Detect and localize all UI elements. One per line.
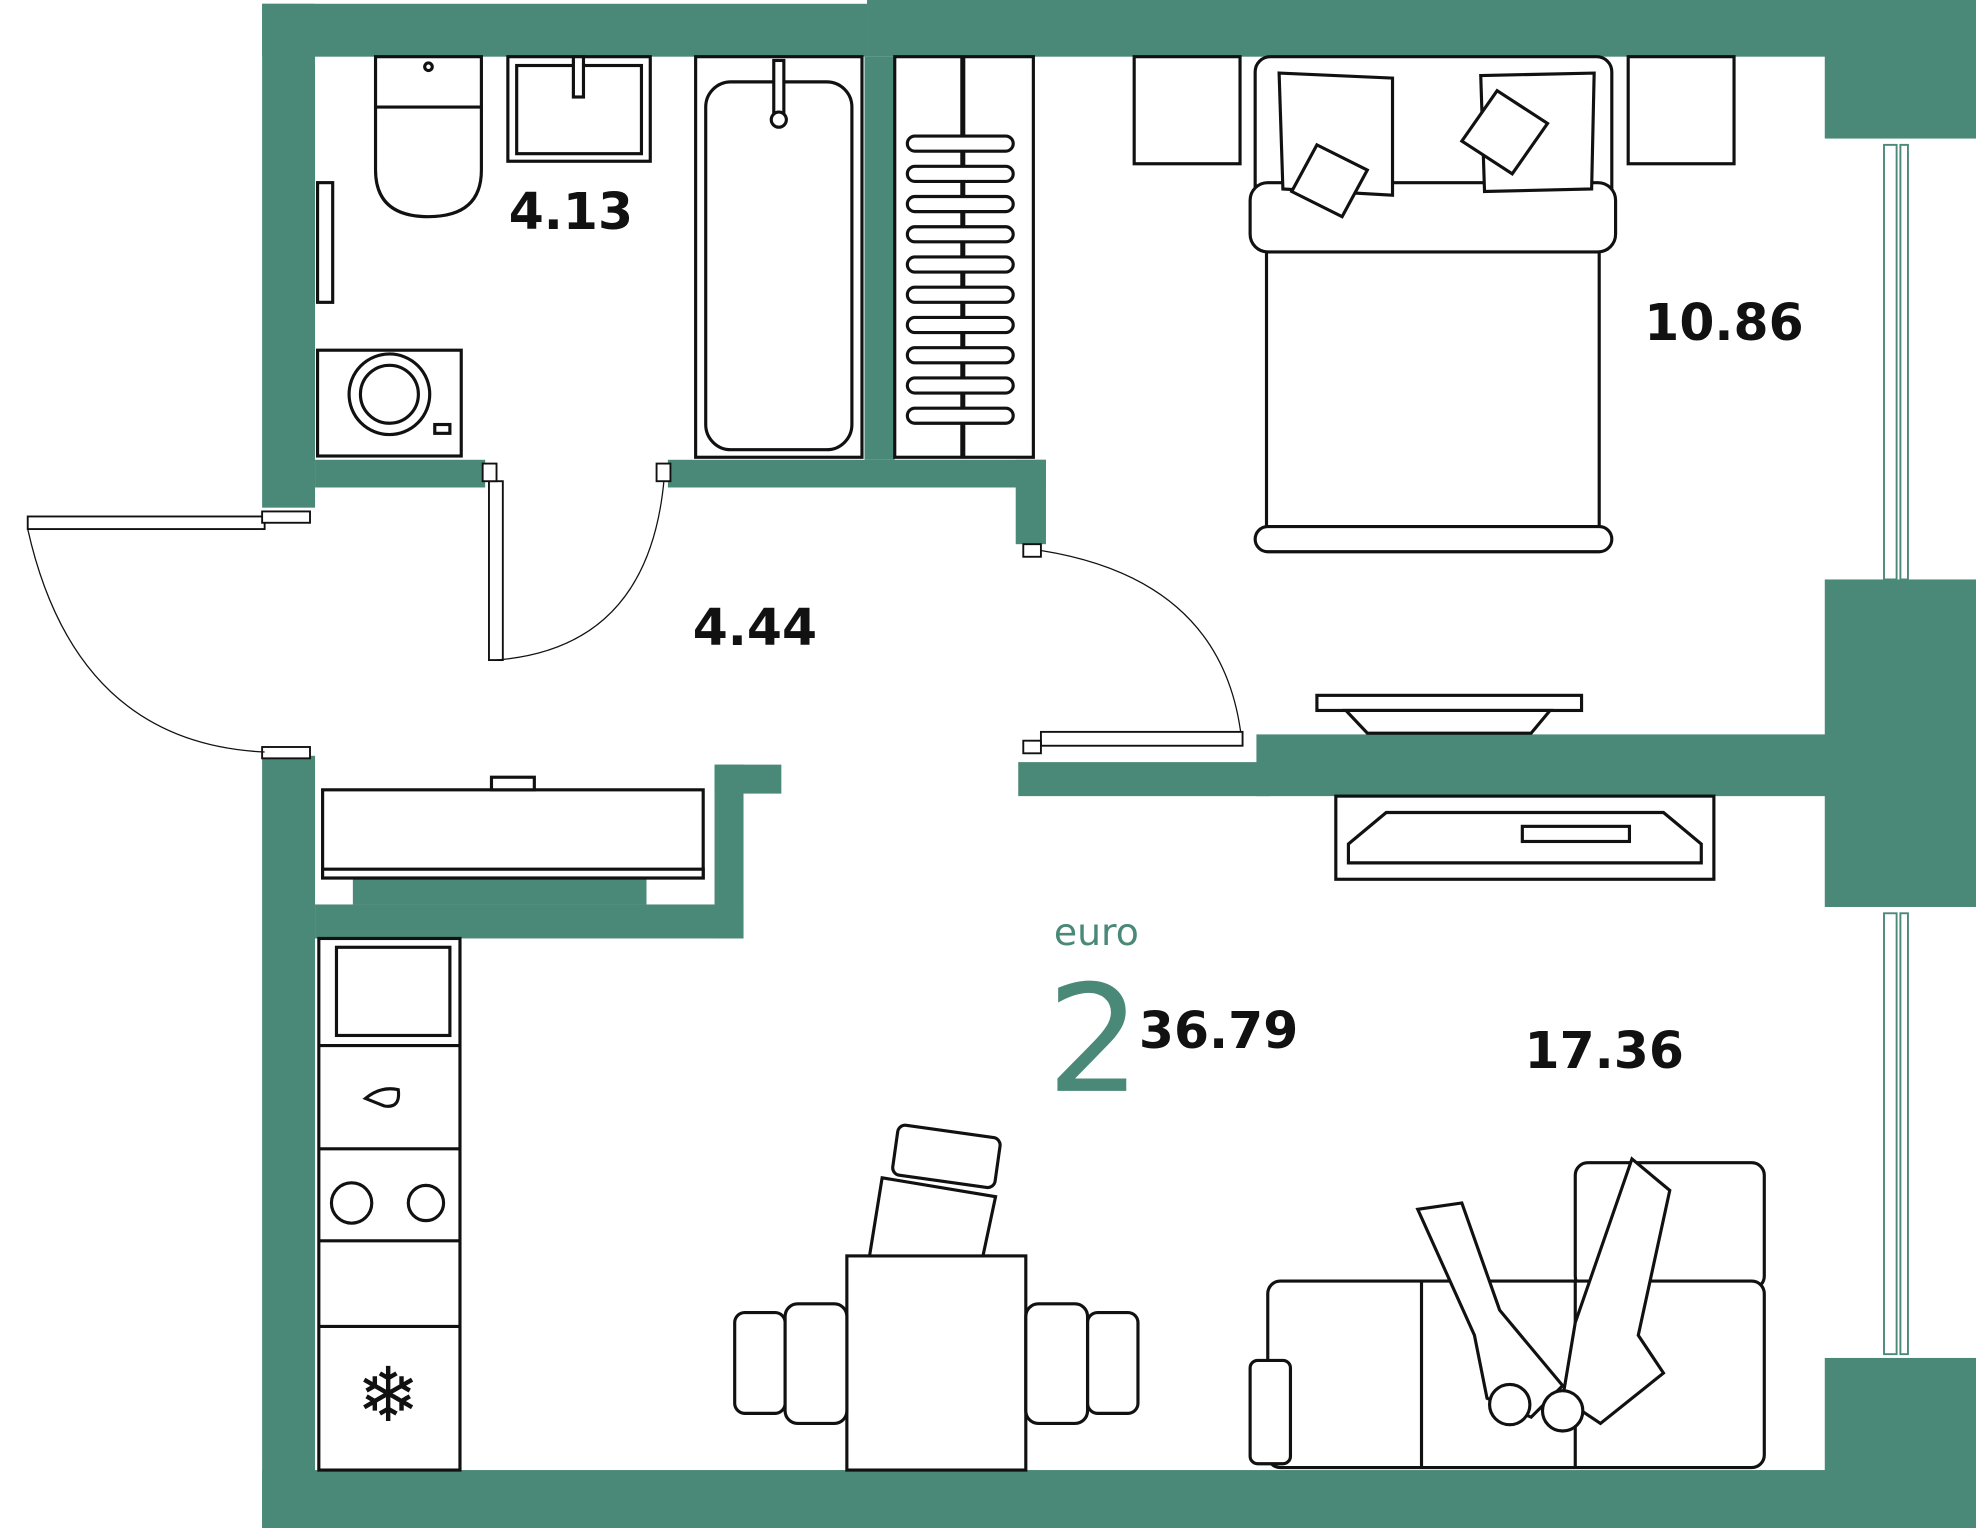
kitchen-living-furniture: ❄: [317, 775, 1766, 1472]
rooms-count: 2: [1047, 954, 1142, 1127]
windows: [1883, 143, 1909, 1356]
room-area-bathroom: 4.13: [509, 182, 633, 241]
room-area-hallway: 4.44: [693, 598, 817, 657]
room-area-bedroom: 10.86: [1644, 293, 1803, 352]
total-area: 36.79: [1139, 1001, 1298, 1060]
apartment-type-label: euro: [1054, 910, 1139, 954]
doors: [26, 462, 1244, 760]
bathroom-fixtures: [315, 55, 1035, 459]
freezer-snowflake-icon: ❄: [356, 1351, 419, 1439]
bedroom-furniture: [1132, 55, 1736, 735]
room-area-living-kitchen: 17.36: [1525, 1021, 1684, 1080]
towel-radiator: [905, 134, 1015, 425]
walls: [262, 0, 1976, 1528]
